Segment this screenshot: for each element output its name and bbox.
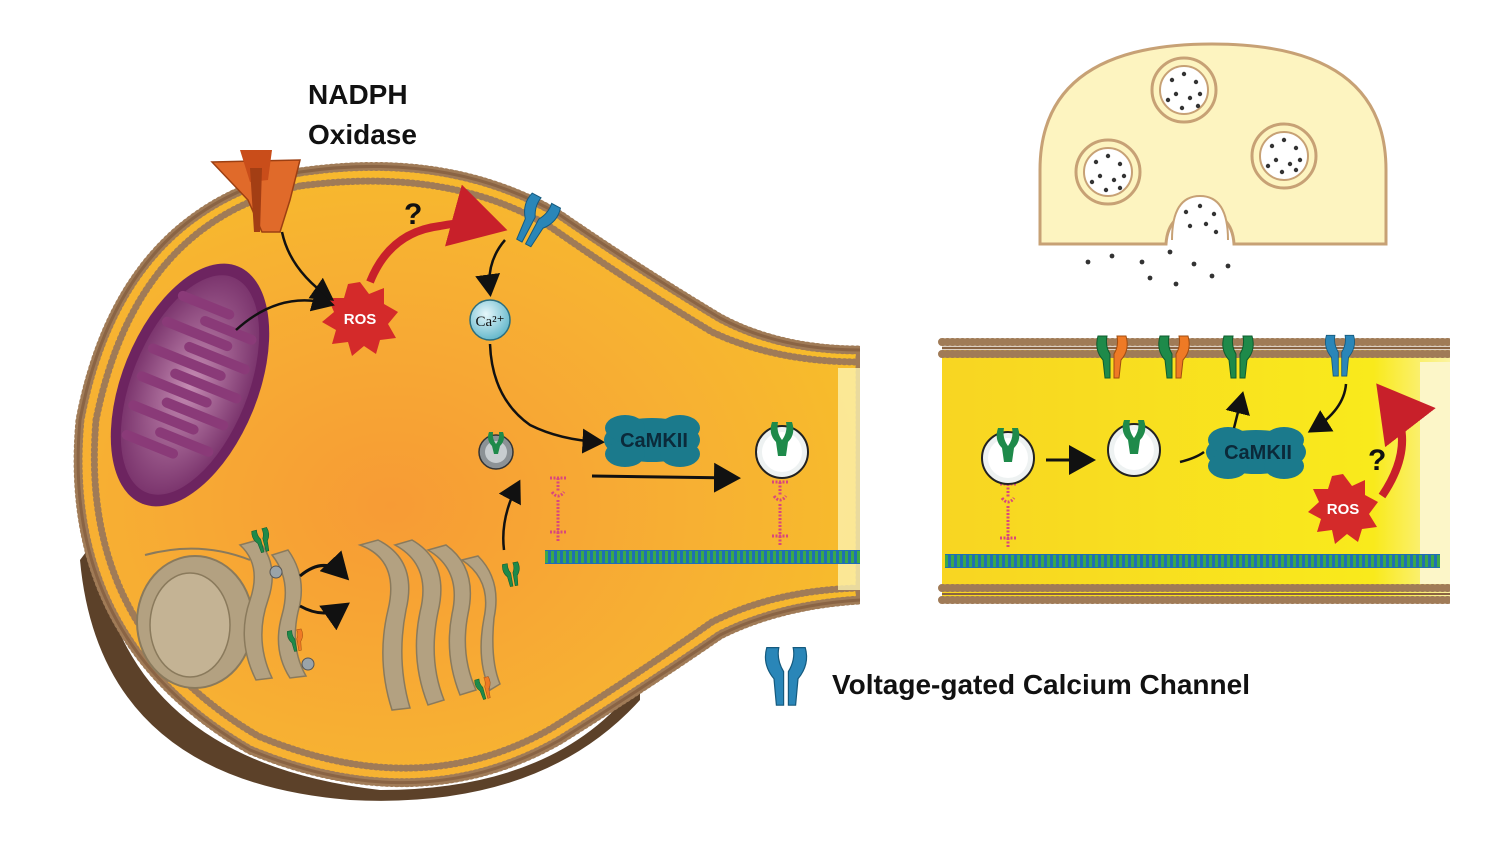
ros-to-channel-arrow (366, 184, 508, 284)
vesicle-icon (478, 432, 514, 470)
arrow-channel-to-camkii (1307, 383, 1348, 433)
mitochondrion-icon (110, 263, 270, 507)
camkii-icon (1206, 427, 1306, 479)
question-mark-right: ? (1368, 444, 1386, 477)
nadph-oxidase-icon (210, 150, 301, 233)
ros-label-right: ROS (1327, 501, 1360, 518)
microtubule-icon (545, 550, 1440, 568)
arrow-channel-to-ca (475, 239, 506, 297)
ros-burst-icon (1308, 474, 1378, 544)
soma (73, 161, 865, 801)
axon-right-edge (1450, 290, 1500, 690)
camkii-label-left: CaMKII (620, 430, 688, 452)
question-mark-left: ? (404, 198, 422, 231)
axon-break (860, 290, 942, 640)
arrow-mito-to-ros (235, 287, 335, 331)
arrow-camkii-to-membrane (1225, 391, 1250, 429)
neurotransmitter-dots (1085, 71, 1303, 287)
calcium-ion-icon (469, 299, 511, 341)
nadph-label-line1: NADPH (308, 79, 408, 110)
axon-glow-left (838, 368, 860, 590)
vesicle-camkii-link (1179, 450, 1205, 464)
ros-burst-icon (322, 282, 398, 356)
arrow-ca-to-camkii (488, 343, 605, 454)
legend-label: Voltage-gated Calcium Channel (832, 669, 1250, 700)
camkii-label-right: CaMKII (1224, 442, 1292, 464)
transport-arrow (299, 602, 350, 631)
nadph-label-line2: Oxidase (308, 119, 417, 150)
ros-label-left: ROS (344, 311, 377, 328)
transport-arrow (299, 550, 350, 581)
synaptic-vesicle-icon (1074, 56, 1318, 241)
legend-calcium-channel-icon (764, 646, 808, 706)
arrow-transport-1 (591, 462, 741, 493)
calcium-ion-label: Ca²⁺ (475, 314, 504, 330)
arrow-golgi-to-vesicle (498, 479, 521, 551)
golgi-icon (136, 539, 501, 711)
ros-to-channel-arrow (1376, 383, 1436, 499)
camkii-icon (604, 415, 700, 467)
